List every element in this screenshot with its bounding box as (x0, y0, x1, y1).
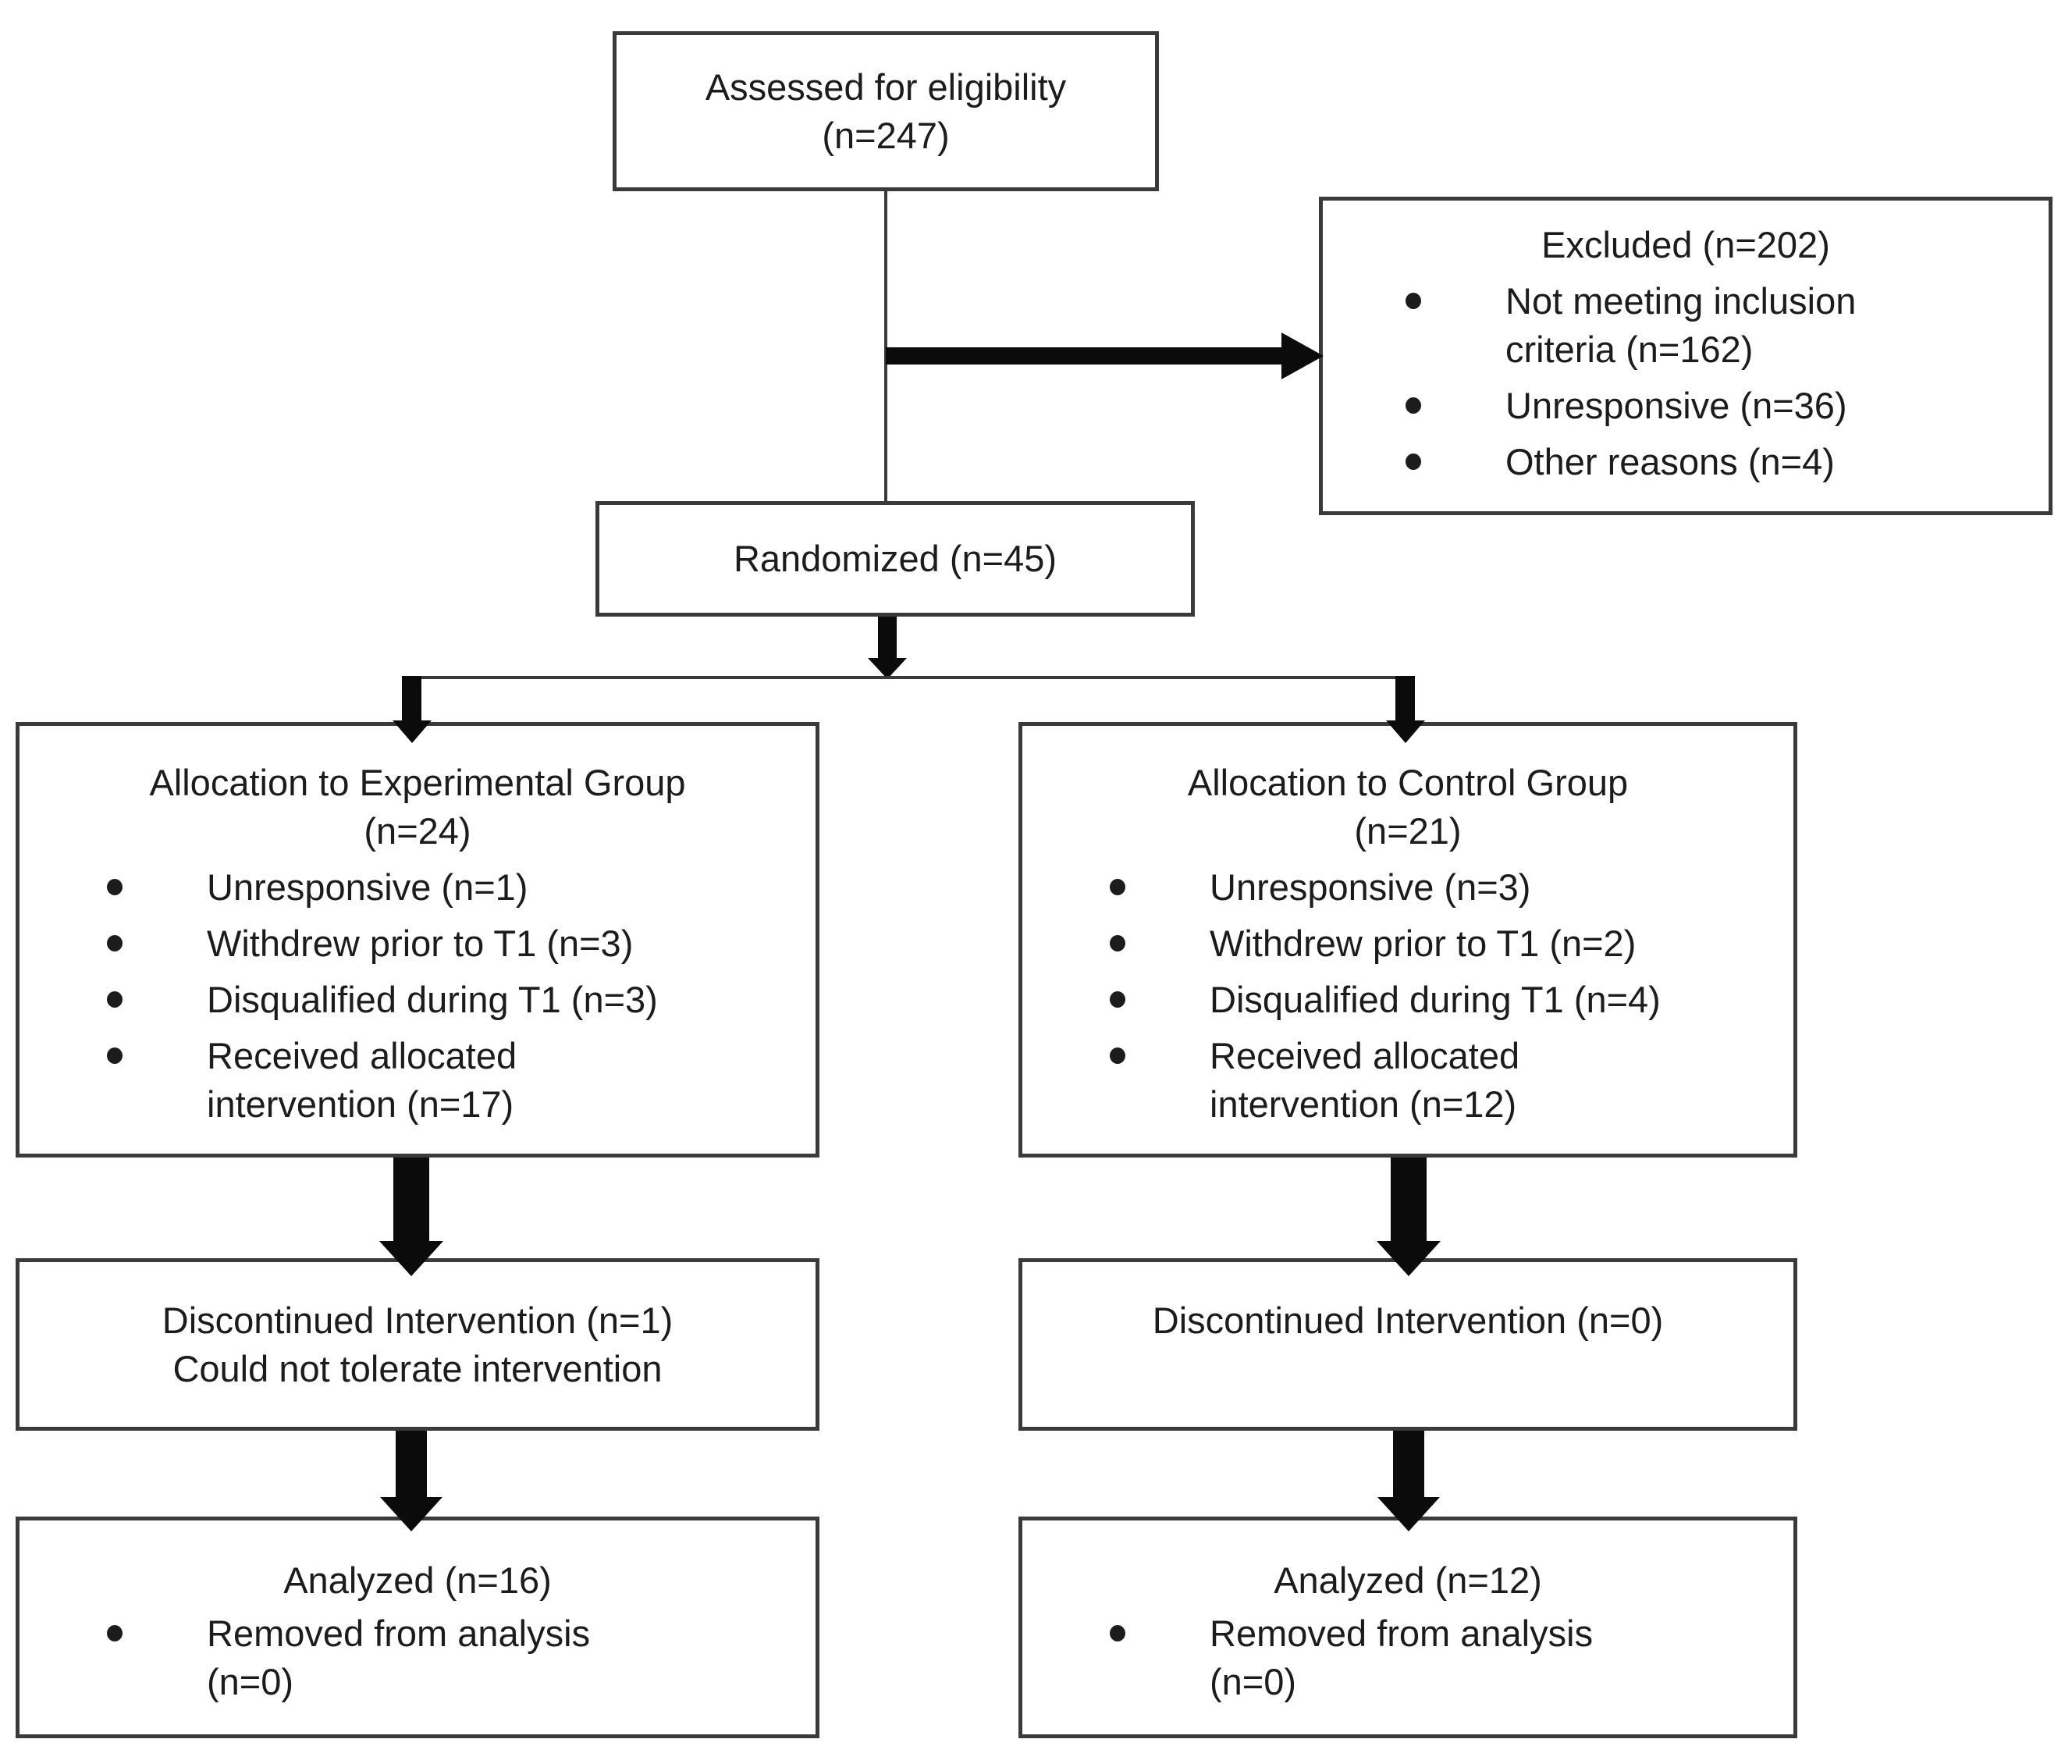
bullet-icon (1406, 453, 1421, 470)
arrow-exp-to-discontinued-shaft (393, 1158, 429, 1241)
analyzed-control-title: Analyzed (n=12) (1274, 1560, 1542, 1601)
bullet-icon (1406, 293, 1421, 309)
excluded-title: Excluded (n=202) (1541, 224, 1830, 265)
analyzed-control-box: Analyzed (n=12) Removed from analysis(n=… (1018, 1517, 1797, 1738)
connector-assessed-to-randomized (884, 191, 887, 501)
bullet-icon (1110, 935, 1125, 951)
arrow-ctrl-to-discontinued-head (1377, 1241, 1441, 1276)
bullet-icon (1110, 879, 1125, 895)
excluded-bullet-unresponsive: Unresponsive (n=36) (1323, 382, 2049, 430)
allocation-experimental-box: Allocation to Experimental Group(n=24) U… (16, 722, 819, 1158)
assessed-eligibility-text: Assessed for eligibility(n=247) (705, 66, 1067, 156)
randomized-text: Randomized (n=45) (733, 538, 1057, 579)
arrow-branch-right-head (1386, 720, 1425, 743)
discontinued-control-box: Discontinued Intervention (n=0) (1018, 1258, 1797, 1431)
bullet-icon (107, 991, 123, 1008)
arrow-exp-to-discontinued-head (379, 1241, 443, 1276)
arrow-exp-to-analyzed-head (380, 1497, 442, 1531)
exp-bullet-unresponsive: Unresponsive (n=1) (20, 863, 816, 912)
discontinued-control-text: Discontinued Intervention (n=0) (1152, 1300, 1664, 1341)
arrow-ctrl-to-analyzed-shaft (1393, 1431, 1424, 1497)
randomized-box: Randomized (n=45) (595, 501, 1195, 617)
bullet-icon (1110, 1047, 1125, 1064)
analyzed-experimental-box: Analyzed (n=16) Removed from analysis(n=… (16, 1517, 819, 1738)
exp-bullet-disqualified: Disqualified during T1 (n=3) (20, 976, 816, 1024)
bullet-icon (1110, 1625, 1125, 1641)
ctrl-bullet-disqualified: Disqualified during T1 (n=4) (1022, 976, 1793, 1024)
arrow-to-excluded-head (1281, 333, 1324, 379)
arrow-exp-to-analyzed-shaft (396, 1431, 427, 1497)
allocation-experimental-title: Allocation to Experimental Group(n=24) (149, 762, 686, 852)
excluded-bullet-other: Other reasons (n=4) (1323, 438, 2049, 486)
allocation-control-box: Allocation to Control Group(n=21) Unresp… (1018, 722, 1797, 1158)
bullet-icon (107, 879, 123, 895)
discontinued-experimental-box: Discontinued Intervention (n=1)Could not… (16, 1258, 819, 1431)
analyzed-exp-bullet-removed: Removed from analysis(n=0) (20, 1609, 816, 1706)
arrow-randomized-down-shaft (878, 617, 897, 658)
bullet-icon (107, 1625, 123, 1641)
arrow-branch-left-head (393, 720, 432, 743)
arrow-randomized-down-head (868, 658, 907, 679)
branch-line (402, 676, 1415, 679)
arrow-ctrl-to-analyzed-head (1377, 1497, 1440, 1531)
bullet-icon (1406, 397, 1421, 414)
allocation-control-title: Allocation to Control Group(n=21) (1187, 762, 1629, 852)
arrow-branch-right-shaft (1395, 676, 1415, 720)
exp-bullet-withdrew: Withdrew prior to T1 (n=3) (20, 919, 816, 968)
bullet-icon (1110, 991, 1125, 1008)
discontinued-experimental-text: Discontinued Intervention (n=1)Could not… (162, 1300, 673, 1389)
arrow-ctrl-to-discontinued-shaft (1391, 1158, 1427, 1241)
bullet-icon (107, 1047, 123, 1064)
ctrl-bullet-withdrew: Withdrew prior to T1 (n=2) (1022, 919, 1793, 968)
assessed-eligibility-box: Assessed for eligibility(n=247) (613, 31, 1159, 191)
arrow-branch-left-shaft (402, 676, 421, 720)
bullet-icon (107, 935, 123, 951)
analyzed-experimental-title: Analyzed (n=16) (283, 1560, 552, 1601)
arrow-to-excluded-shaft (886, 347, 1281, 365)
analyzed-ctrl-bullet-removed: Removed from analysis(n=0) (1022, 1609, 1793, 1706)
ctrl-bullet-unresponsive: Unresponsive (n=3) (1022, 863, 1793, 912)
